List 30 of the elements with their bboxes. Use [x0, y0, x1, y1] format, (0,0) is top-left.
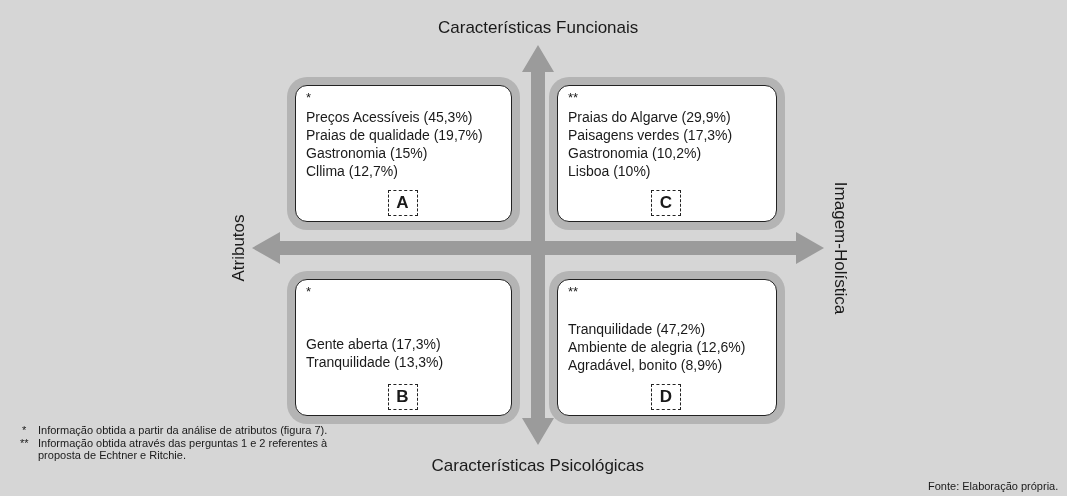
source-note: Fonte: Elaboração própria. [928, 480, 1059, 492]
axis-label: Características Psicológicas [431, 456, 645, 476]
attribute-text: Lisboa (10%) [568, 162, 651, 180]
quadrant-letter: B [387, 384, 418, 410]
axis-label: Imagem-Holística [830, 181, 851, 315]
attribute-text: Cllima (12,7%) [306, 162, 398, 180]
attribute-text: Gastronomia (15%) [306, 144, 428, 162]
quadrant-letter: A [387, 190, 418, 216]
axis-label: Atributos [228, 214, 249, 282]
attribute-text: Ambiente de alegria (12,6%) [568, 338, 746, 356]
attribute-text: Gastronomia (10,2%) [568, 144, 702, 162]
attribute-text: Tranquilidade (47,2%) [568, 320, 706, 338]
axis-label: Características Funcionais [438, 18, 639, 38]
footnote-mark: ** [568, 90, 579, 105]
attribute-text: Tranquilidade (13,3%) [306, 353, 444, 371]
footnote-text: Informação obtida através das perguntas 1 e 2 referentes à proposta de Echtner e Ritchie. [38, 437, 329, 461]
footnote-mark: * [22, 424, 27, 436]
footnote-mark: * [306, 284, 312, 299]
footnote-text: Informação obtida a partir da análise de atributos (figura 7). [38, 424, 328, 436]
attribute-text: Praias de qualidade (19,7%) [306, 126, 483, 144]
attribute-text: Preços Acessíveis (45,3%) [306, 108, 473, 126]
attribute-text: Gente aberta (17,3%) [306, 335, 441, 353]
footnote-mark: ** [20, 437, 29, 449]
footnote-mark: ** [568, 284, 579, 299]
attribute-text: Paisagens verdes (17,3%) [568, 126, 733, 144]
quadrant-letter: C [651, 190, 681, 216]
attribute-text: Agradável, bonito (8,9%) [568, 356, 723, 374]
quadrant-letter: D [651, 384, 681, 410]
footnote-mark: * [306, 90, 312, 105]
attribute-text: Praias do Algarve (29,9%) [568, 108, 731, 126]
